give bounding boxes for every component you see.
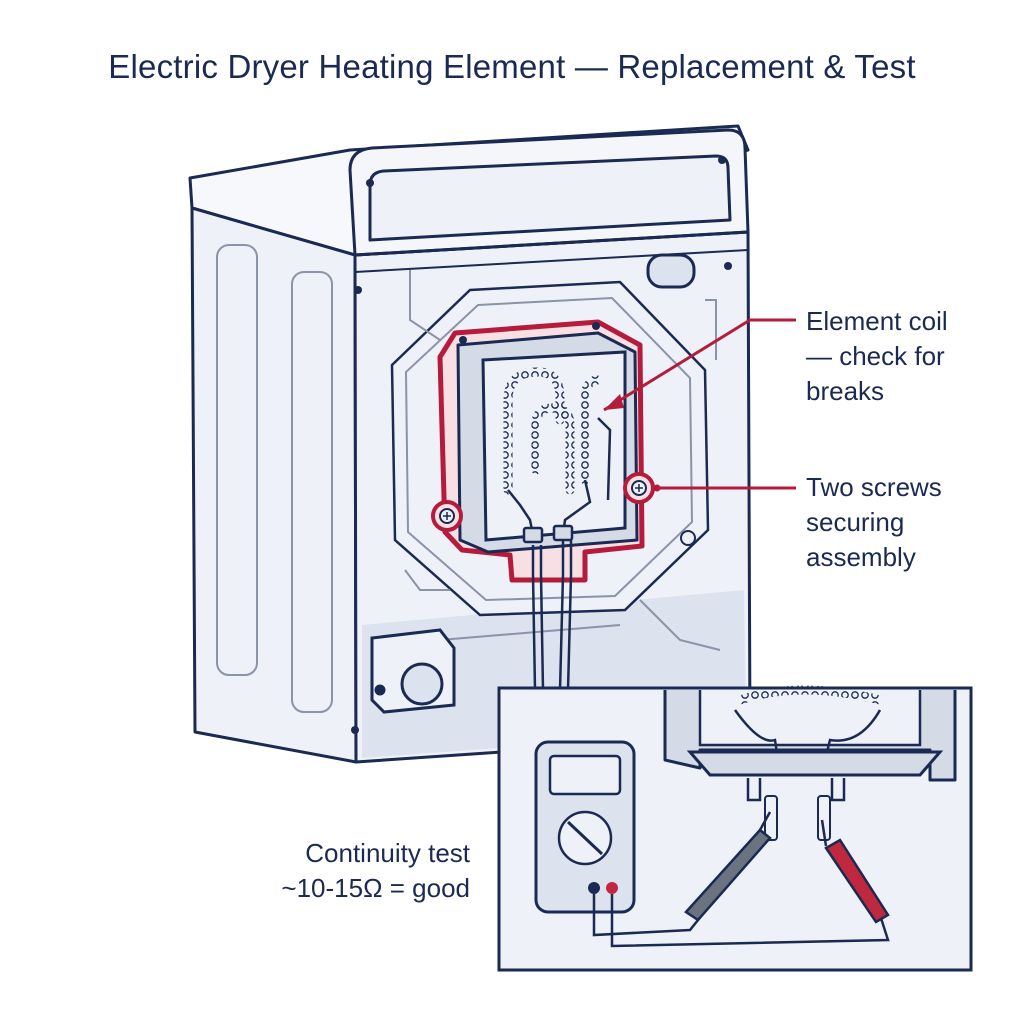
coil-leader-arrow: [604, 394, 624, 410]
coil-callout-label: Element coil — check for breaks: [806, 306, 948, 406]
element-coil: [503, 367, 603, 495]
motor-housing: [370, 628, 456, 714]
diagram-title: Electric Dryer Heating Element — Replace…: [108, 48, 916, 85]
coil-leader-line: [603, 318, 796, 412]
screw-left: [431, 500, 463, 532]
black-probe: [592, 811, 772, 937]
panel-hole: [680, 530, 696, 546]
screw-right: [623, 472, 655, 504]
multimeter: [534, 740, 636, 914]
continuity-callout-label: Continuity test ~10-15Ω = good: [281, 838, 470, 903]
screw-leader-dot: [653, 484, 661, 492]
element-wires: [531, 540, 573, 691]
panel-screws: [351, 156, 732, 734]
continuity-inset: [497, 685, 973, 972]
red-probe: [610, 819, 890, 948]
screws-callout-label: Two screws securing assembly: [806, 472, 942, 572]
vent-port: [646, 253, 696, 289]
